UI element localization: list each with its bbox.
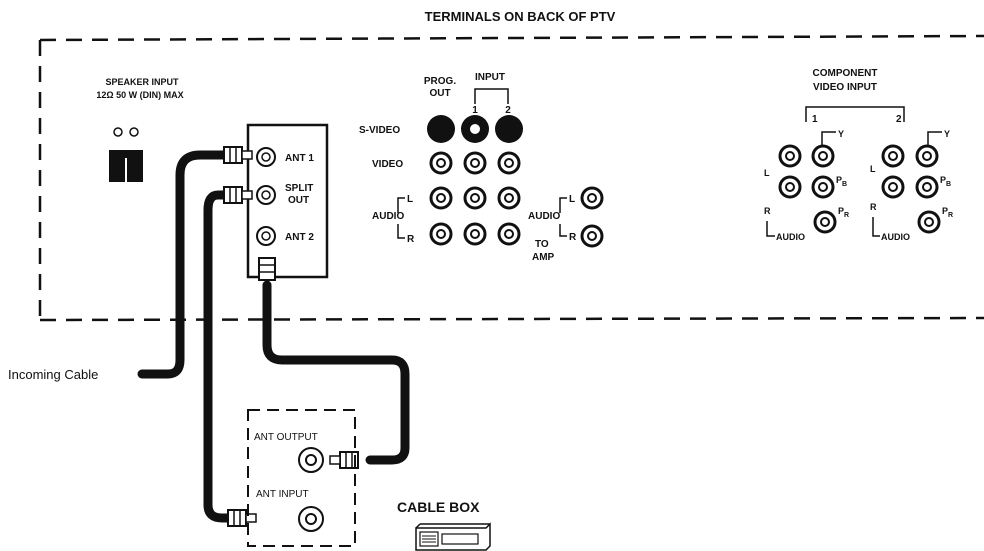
g2-l-label: L — [870, 164, 876, 174]
prog-out-label: PROG. — [424, 76, 456, 87]
svideo-prog-out-jack-icon — [427, 115, 455, 143]
split-out-connector-icon — [223, 186, 253, 204]
ant-input-connector-icon — [227, 509, 257, 527]
ant-output-label: ANT OUTPUT — [254, 432, 318, 443]
g1-jack-icons — [778, 144, 837, 234]
g2-jack-icons — [881, 144, 941, 234]
video-label: VIDEO — [372, 159, 403, 170]
g1-y-label: Y — [838, 129, 844, 139]
av-input-panel: PROG. OUT INPUT 1 2 S-VIDEO VIDEO L AUDI… — [359, 72, 604, 263]
g1-l-label: L — [764, 168, 770, 178]
component-group-1-label: 1 — [812, 114, 818, 125]
video-jack-icons — [429, 151, 521, 175]
speaker-input-label: SPEAKER INPUT — [105, 77, 179, 87]
ant-input-jack-icon — [298, 506, 324, 532]
diagram-title: TERMINALS ON BACK OF PTV — [425, 9, 616, 24]
cable-box-label: CABLE BOX — [397, 499, 480, 515]
ant1-label: ANT 1 — [285, 153, 314, 164]
ptv-back-panel — [38, 34, 984, 322]
input-1-label: 1 — [472, 105, 478, 116]
antenna-terminal-block: ANT 1 SPLIT OUT ANT 2 — [246, 123, 329, 279]
cable-box-icon — [415, 522, 491, 551]
amp-audio-label: AUDIO — [528, 211, 560, 222]
incoming-cable-line — [137, 150, 231, 379]
amp-audio-l-label: L — [569, 194, 575, 205]
cables — [137, 150, 410, 523]
svideo-label: S-VIDEO — [359, 125, 400, 136]
g1-audio-label: AUDIO — [776, 232, 805, 242]
g2-y-label: Y — [944, 129, 950, 139]
incoming-cable-label: Incoming Cable — [8, 367, 98, 382]
amp-label: AMP — [532, 252, 555, 263]
svideo-input2-jack-icon — [495, 115, 523, 143]
input-2-label: 2 — [505, 105, 511, 116]
ant2-label: ANT 2 — [285, 232, 314, 243]
speaker-input: SPEAKER INPUT 12Ω 50 W (DIN) MAX — [96, 77, 184, 182]
split-out-cable-line — [203, 190, 233, 523]
split-label: SPLIT — [285, 183, 313, 194]
cable-box: ANT OUTPUT ANT INPUT CABLE BOX — [247, 409, 491, 551]
g2-r-label: R — [870, 202, 877, 212]
ant-output-jack-icon — [298, 447, 324, 473]
split-out-jack-icon — [256, 185, 276, 205]
ant2-cable-line — [262, 280, 410, 465]
g1-r-label: R — [764, 206, 771, 216]
split-out-label: OUT — [288, 195, 309, 206]
speaker-screw-icon — [129, 127, 139, 137]
to-label: TO — [535, 239, 549, 250]
prog-out-label-2: OUT — [429, 88, 450, 99]
speaker-screw-icon — [113, 127, 123, 137]
video-input-label: VIDEO INPUT — [813, 82, 877, 93]
ant2-bottom-connector-icon — [258, 257, 276, 281]
ant-output-connector-icon — [329, 451, 359, 469]
to-amp-jack-icons — [580, 186, 604, 248]
component-label: COMPONENT — [813, 68, 878, 79]
input-label: INPUT — [475, 72, 505, 83]
audio-jack-icons — [429, 186, 521, 246]
ant-input-label: ANT INPUT — [256, 489, 309, 500]
component-group-2-label: 2 — [896, 114, 902, 125]
g1-pb-label: PB — [836, 175, 847, 188]
g1-pr-label: PR — [838, 206, 849, 219]
component-video-panel: COMPONENT VIDEO INPUT 1 2 Y PB PR L R AU… — [764, 68, 953, 242]
audio-r-label: R — [407, 234, 415, 245]
audio-label: AUDIO — [372, 211, 404, 222]
g2-audio-label: AUDIO — [881, 232, 910, 242]
cable-box-outline — [247, 409, 356, 547]
g2-pr-label: PR — [942, 206, 953, 219]
g2-pb-label: PB — [940, 175, 951, 188]
connector-plugs — [223, 146, 359, 527]
ant2-jack-icon — [256, 226, 276, 246]
amp-audio-r-label: R — [569, 232, 577, 243]
ant1-jack-icon — [256, 147, 276, 167]
audio-l-label: L — [407, 194, 413, 205]
speaker-rating-label: 12Ω 50 W (DIN) MAX — [96, 90, 183, 100]
ant1-connector-icon — [223, 146, 253, 164]
